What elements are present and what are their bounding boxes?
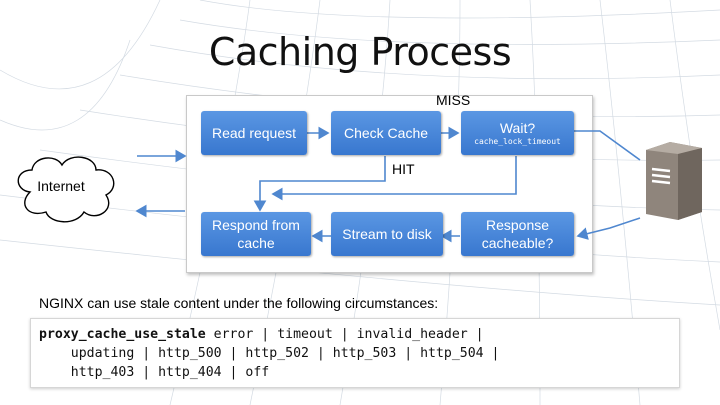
stream-text: Stream to disk <box>342 226 432 242</box>
wait-box: Wait? cache_lock_timeout <box>461 111 574 155</box>
cacheable-line1: Response <box>485 217 550 233</box>
read-request-box: Read request <box>201 111 307 155</box>
respond-line1: Respond from <box>212 217 300 233</box>
cloud-icon <box>17 156 115 223</box>
respond-line2: cache <box>237 235 275 251</box>
stream-to-disk-box: Stream to disk <box>331 212 443 256</box>
respond-from-cache-box: Respond from cache <box>201 212 311 256</box>
wait-text: Wait? <box>499 120 536 136</box>
read-request-text: Read request <box>211 125 297 141</box>
miss-label: MISS <box>436 92 471 108</box>
code-line1: error | timeout | invalid_header | <box>205 327 484 342</box>
code-line2: updating | http_500 | http_502 | http_50… <box>39 346 500 361</box>
check-cache-box: Check Cache <box>331 111 441 155</box>
wait-subtext: cache_lock_timeout <box>474 137 561 146</box>
internet-label: Internet <box>37 178 85 194</box>
hit-label: HIT <box>392 161 415 177</box>
response-cacheable-box: Response cacheable? <box>461 212 574 256</box>
stale-caption: NGINX can use stale content under the fo… <box>39 295 439 311</box>
slide-title: Caching Process <box>208 30 512 74</box>
cacheable-line2: cacheable? <box>481 235 554 251</box>
check-cache-text: Check Cache <box>343 125 429 141</box>
server-icon <box>646 142 702 220</box>
code-line3: http_403 | http_404 | off <box>39 365 270 380</box>
code-block: proxy_cache_use_stale error | timeout | … <box>30 318 680 388</box>
code-directive: proxy_cache_use_stale <box>39 327 206 342</box>
